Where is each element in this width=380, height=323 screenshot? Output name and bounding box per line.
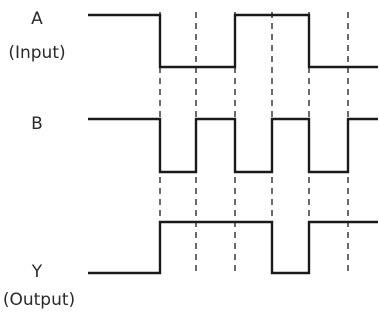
signal-y-label: Y — [31, 262, 43, 282]
signal-a-label: A — [31, 9, 43, 29]
transition-guides — [159, 12, 349, 276]
signal-y-sublabel: (Output) — [3, 290, 75, 310]
signal-b-label: B — [31, 114, 43, 134]
signal-a-sublabel: (Input) — [8, 43, 65, 63]
signal-a-waveform — [88, 13, 378, 69]
signal-b-waveform — [88, 117, 378, 174]
signal-y-waveform — [88, 220, 378, 275]
